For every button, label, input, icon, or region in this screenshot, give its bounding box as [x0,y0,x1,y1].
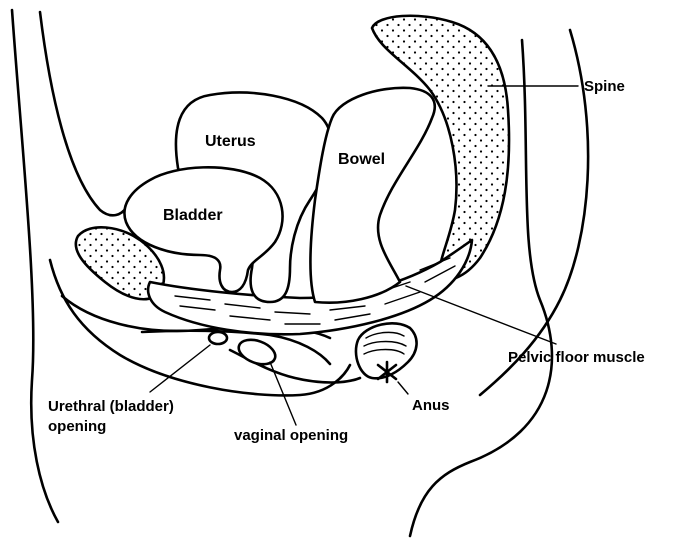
urethral-label-line1: Urethral (bladder) [48,398,174,415]
anus-label: Anus [412,397,450,414]
uterus-label: Uterus [205,133,256,150]
spine-label: Spine [584,78,625,95]
pelvic-floor-leader [406,286,556,344]
bladder-label: Bladder [163,207,223,224]
vaginal-opening [235,335,278,369]
urethral-opening [209,332,227,344]
bowel-label: Bowel [338,151,385,168]
vaginal-leader [270,362,296,425]
anus-leader [398,382,408,394]
vaginal-label: vaginal opening [234,427,348,444]
body-front-inner-outline [40,12,126,215]
urethral-label-line2: opening [48,418,106,435]
bowel-organ [310,88,434,303]
urethra-line [142,331,330,364]
pelvic-floor-label: Pelvic floor muscle [508,349,645,366]
